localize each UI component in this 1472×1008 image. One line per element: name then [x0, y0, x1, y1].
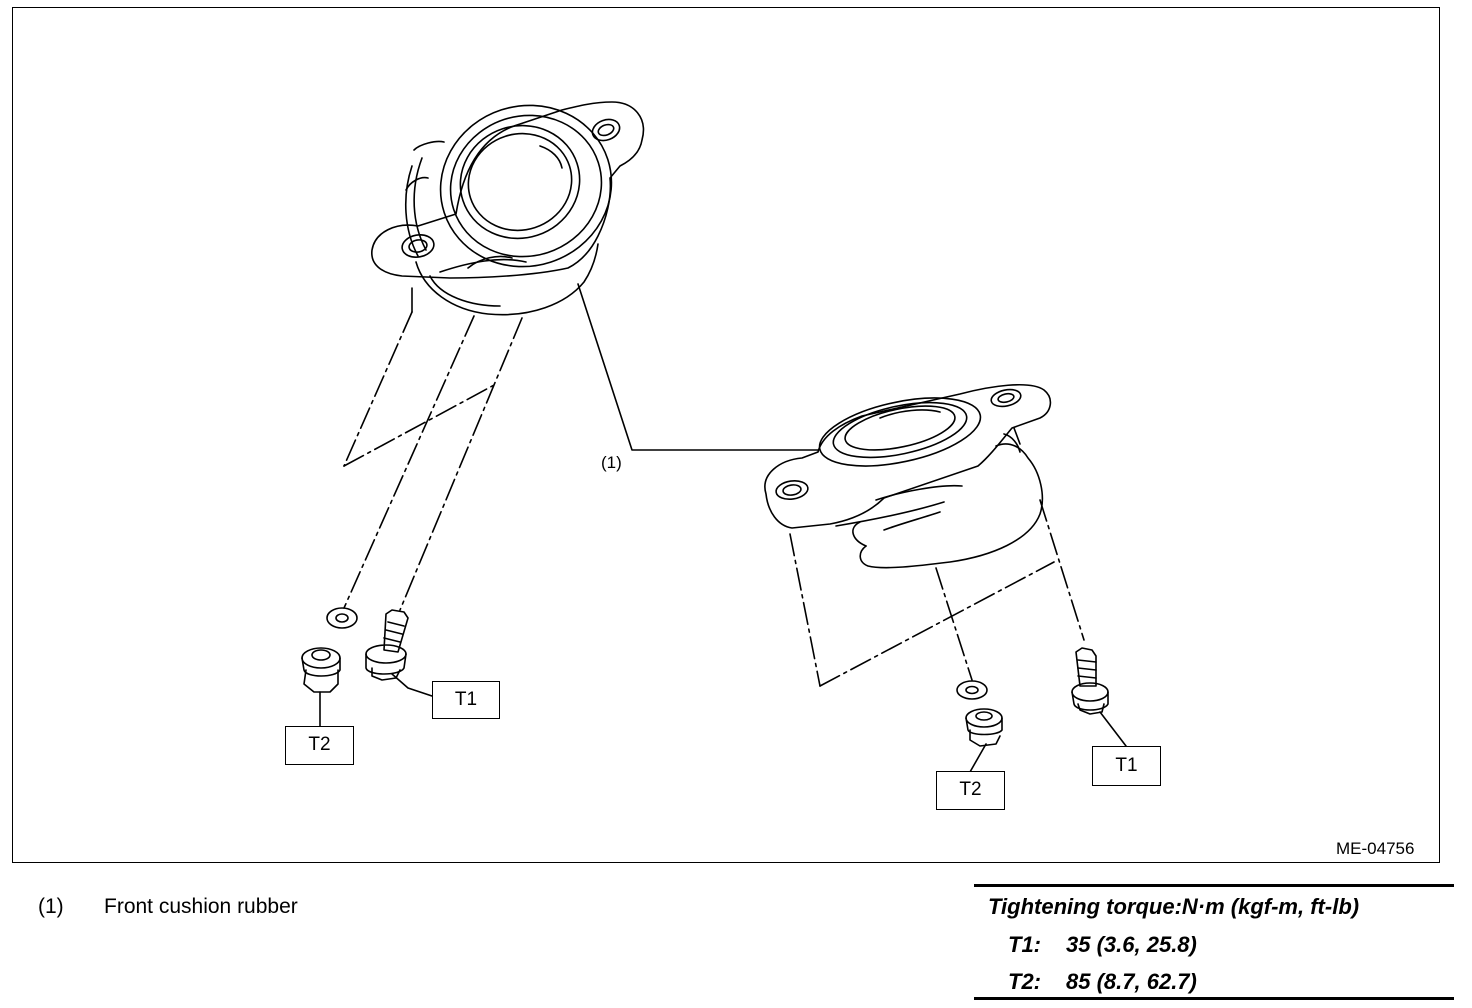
leader-t1-right [1099, 711, 1127, 747]
torque-value: 85 (8.7, 62.7) [1066, 969, 1197, 994]
leader-t1-left [391, 673, 433, 697]
callout-1-leader [577, 283, 819, 451]
torque-spec-table: Tightening torque:N·m (kgf-m, ft-lb) T1:… [974, 884, 1454, 1002]
callout-label-1: (1) [601, 453, 622, 472]
torque-code: T2: [1008, 969, 1041, 994]
legend-number: (1) [38, 895, 64, 918]
torque-value: 35 (3.6, 25.8) [1066, 932, 1197, 957]
torque-label-t2-right: T2 [936, 771, 1005, 810]
legend-text: Front cushion rubber [104, 895, 298, 918]
right-cushion-rubber [764, 383, 1052, 569]
figure-id: ME-04756 [1336, 839, 1415, 858]
left-assembly-lines [343, 311, 523, 611]
table-bottom-rule [974, 997, 1454, 1000]
left-washer [326, 607, 358, 629]
torque-row-t1: T1: 35 (3.6, 25.8) [1008, 932, 1197, 958]
right-bolt [1071, 647, 1109, 715]
torque-label-t1-left: T1 [432, 681, 500, 719]
figure-frame [12, 7, 1440, 863]
torque-label-t1-right: T1 [1092, 746, 1161, 786]
left-bolt [365, 609, 409, 681]
torque-label-t2-left: T2 [285, 726, 354, 765]
right-flange-nut [965, 708, 1003, 747]
right-assembly-lines [789, 499, 1085, 687]
torque-title: Tightening torque:N·m (kgf-m, ft-lb) [988, 894, 1360, 919]
leader-t2-right [969, 743, 987, 773]
left-cushion-rubber [371, 101, 645, 316]
right-washer [956, 680, 988, 700]
torque-code: T1: [1008, 932, 1041, 957]
table-top-rule [974, 884, 1454, 887]
left-flange-nut [301, 647, 341, 693]
legend: (1) Front cushion rubber [38, 895, 298, 919]
torque-row-t2: T2: 85 (8.7, 62.7) [1008, 969, 1197, 995]
